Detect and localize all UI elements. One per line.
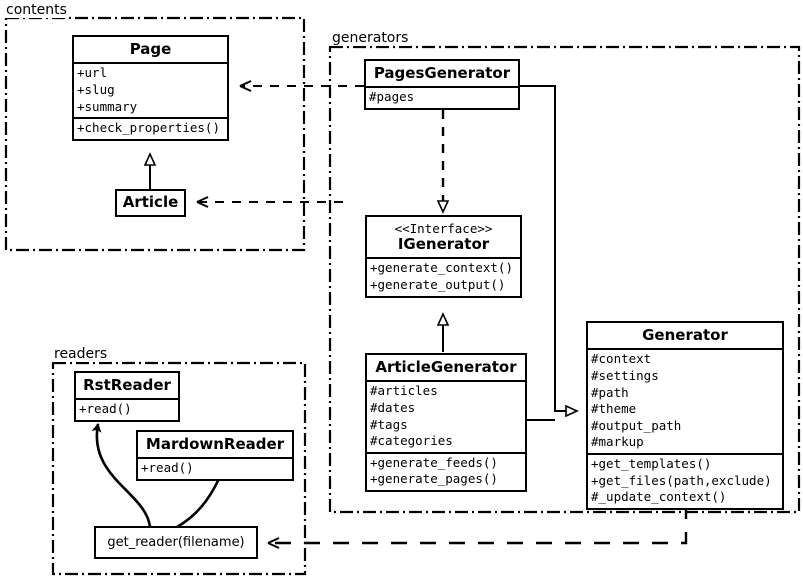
class-title-page: Page: [129, 40, 172, 58]
class-attributes-page: +url +slug +summary: [74, 62, 227, 117]
class-operations-igenerator: +generate_context() +generate_output(): [367, 257, 520, 295]
class-operation: +generate_pages(): [370, 471, 498, 487]
class-attribute: #articles: [370, 383, 438, 399]
class-attributes-pages-generator: #pages: [366, 86, 518, 108]
class-title-igenerator: <<Interface>> IGenerator: [367, 217, 520, 257]
function-box-get-reader[interactable]: get_reader(filename): [94, 526, 258, 559]
class-box-article-generator[interactable]: ArticleGenerator #articles #dates #tags …: [365, 353, 527, 492]
class-operation: +read(): [141, 460, 194, 476]
class-attribute: #dates: [370, 399, 416, 415]
class-operation: +generate_output(): [370, 276, 506, 292]
class-operation: +generate_context(): [370, 260, 513, 276]
class-attribute: #categories: [370, 433, 453, 449]
class-operation: +read(): [79, 401, 132, 417]
class-name-igenerator: IGenerator: [397, 235, 490, 253]
class-stereotype-igenerator: <<Interface>>: [394, 221, 493, 236]
class-title-generator: Generator: [642, 326, 728, 344]
class-box-mardown-reader[interactable]: MardownReader +read(): [136, 430, 294, 481]
class-attribute: +slug: [77, 81, 115, 97]
class-title-mardown-reader: MardownReader: [145, 435, 285, 453]
class-box-igenerator[interactable]: <<Interface>> IGenerator +generate_conte…: [365, 215, 522, 298]
class-attributes-generator: #context #settings #path #theme #output_…: [588, 348, 782, 453]
class-title-pages-generator: PagesGenerator: [373, 64, 511, 82]
package-label-readers: readers: [52, 346, 110, 362]
class-box-pages-generator[interactable]: PagesGenerator #pages: [364, 59, 520, 110]
class-attribute: #settings: [591, 367, 659, 383]
class-operation: #_update_context(): [591, 489, 727, 505]
class-box-page[interactable]: Page +url +slug +summary +check_properti…: [72, 35, 229, 141]
class-attribute: #theme: [591, 401, 637, 417]
class-operations-mardown-reader: +read(): [138, 457, 292, 479]
class-operation: +check_properties(): [77, 120, 220, 136]
generalization-pagesgenerator-generator: [520, 85, 577, 411]
package-label-generators: generators: [330, 30, 411, 46]
class-operations-rst-reader: +read(): [76, 398, 178, 420]
class-box-generator[interactable]: Generator #context #settings #path #them…: [586, 321, 784, 510]
class-operations-page: +check_properties(): [74, 117, 227, 139]
class-attribute: #markup: [591, 434, 644, 450]
class-attribute: #context: [591, 351, 652, 367]
class-box-article[interactable]: Article: [115, 189, 186, 217]
class-operation: +get_files(path,exclude): [591, 472, 772, 488]
class-attribute: #path: [591, 384, 629, 400]
package-label-contents: contents: [4, 2, 69, 18]
class-attribute: +summary: [77, 98, 138, 114]
class-operations-article-generator: +generate_feeds() +generate_pages(): [367, 451, 525, 490]
class-operation: +get_templates(): [591, 456, 712, 471]
class-attribute: #pages: [369, 89, 415, 105]
class-box-rst-reader[interactable]: RstReader +read(): [74, 371, 180, 422]
class-attribute: #output_path: [591, 417, 682, 433]
class-attribute: #tags: [370, 416, 408, 432]
class-title-rst-reader: RstReader: [83, 376, 171, 394]
function-label-get-reader: get_reader(filename): [107, 535, 245, 550]
class-title-article-generator: ArticleGenerator: [375, 358, 517, 376]
class-attribute: +url: [77, 65, 108, 81]
class-operations-generator: +get_templates() +get_files(path,exclude…: [588, 453, 782, 508]
class-attributes-article-generator: #articles #dates #tags #categories: [367, 380, 525, 452]
class-title-article: Article: [122, 193, 179, 211]
class-operation: +generate_feeds(): [370, 454, 498, 470]
